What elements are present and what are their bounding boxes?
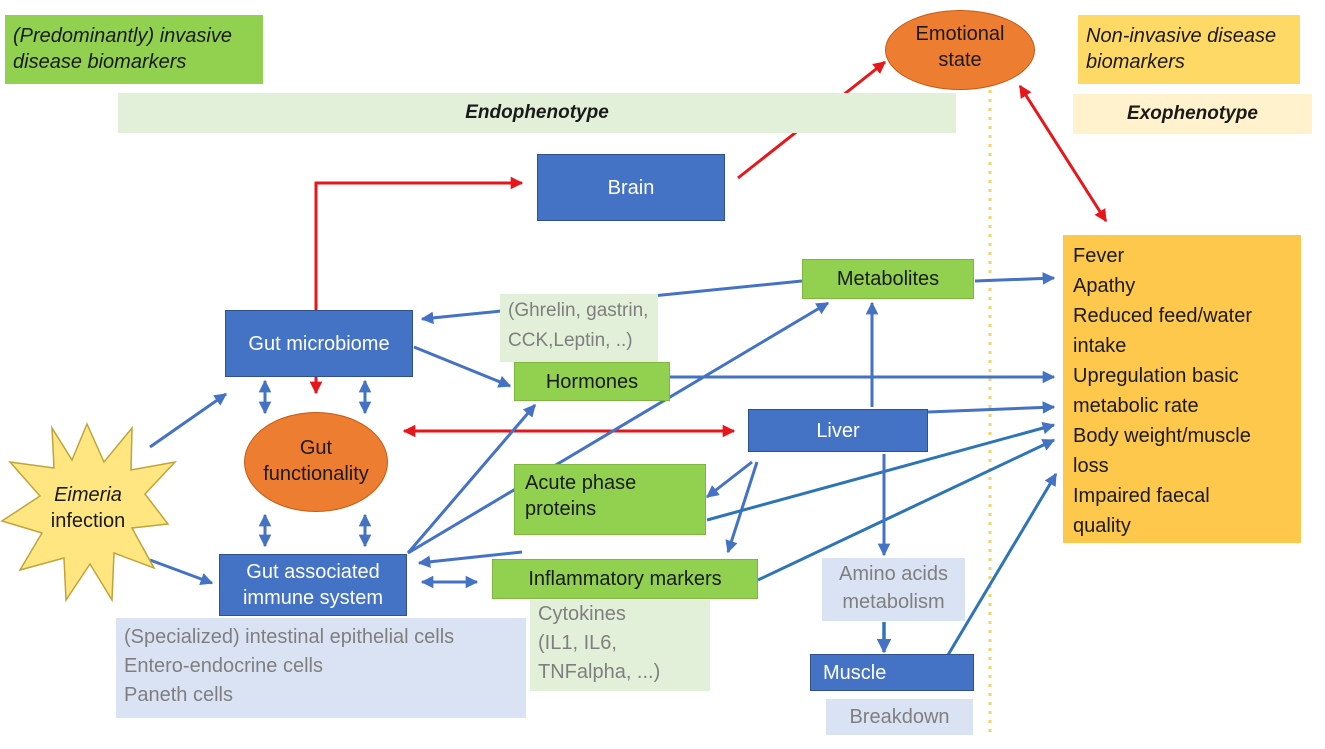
arrow-eimeria-to-microbiome [149, 392, 228, 449]
symptom-line: Impaired faecal [1073, 485, 1210, 507]
arrow-microbiome-to-hormones [413, 345, 512, 388]
arrow-eimeria-to-immune-system [149, 558, 214, 585]
exophenotype-banner: Exophenotype [1073, 94, 1312, 134]
symptom-line: intake [1073, 335, 1127, 357]
arrow-inflammatory-to-symptoms [757, 438, 1056, 582]
arrow-microbiome-to-brain [314, 176, 524, 310]
arrow-acute-phase-to-symptoms [706, 421, 1056, 522]
arrow-liver-to-inflammatory [725, 461, 759, 554]
arrow-emotional-state-to-symptoms [1018, 84, 1108, 223]
arrow-immune-to-metabolites [407, 301, 830, 555]
muscle-node: Muscle [810, 654, 974, 691]
inflammatory-markers-node: Inflammatory markers [492, 559, 758, 599]
epithelial-cells-note: (Specialized) intestinal epithelial cell… [116, 618, 526, 718]
brain-node: Brain [537, 154, 725, 221]
hormones-examples-note: (Ghrelin, gastrin,CCK,Leptin, ..) [500, 294, 658, 362]
hormones-node: Hormones [514, 362, 670, 401]
gut-microbiome-node: Gut microbiome [225, 310, 413, 377]
symptom-line: Upregulation basic [1073, 365, 1239, 387]
metabolites-node: Metabolites [802, 259, 974, 299]
symptom-line: Fever [1073, 245, 1125, 267]
symptom-line: loss [1073, 455, 1109, 477]
symptom-line: Apathy [1073, 275, 1136, 297]
liver-node: Liver [748, 409, 928, 452]
arrow-liver-to-acute-phase [706, 460, 753, 499]
breakdown-note: Breakdown [826, 699, 973, 735]
cytokines-note: Cytokines(IL1, IL6,TNFalpha, ...) [530, 600, 710, 691]
symptom-line: quality [1073, 515, 1131, 537]
endophenotype-banner: Endophenotype [118, 93, 956, 133]
arrow-inflammatory-to-immune [417, 550, 523, 569]
symptom-line: Body weight/muscle [1073, 425, 1251, 447]
symptom-line: metabolic rate [1073, 395, 1199, 417]
arrow-immune-to-hormones [406, 404, 537, 554]
arrow-metabolites-to-symptoms [974, 272, 1056, 285]
eimeria-star-shape [0, 422, 178, 603]
arrow-liver-to-symptoms [927, 401, 1056, 414]
arrow-muscle-to-symptoms [946, 472, 1058, 656]
symptom-line: Reduced feed/water [1073, 305, 1253, 327]
